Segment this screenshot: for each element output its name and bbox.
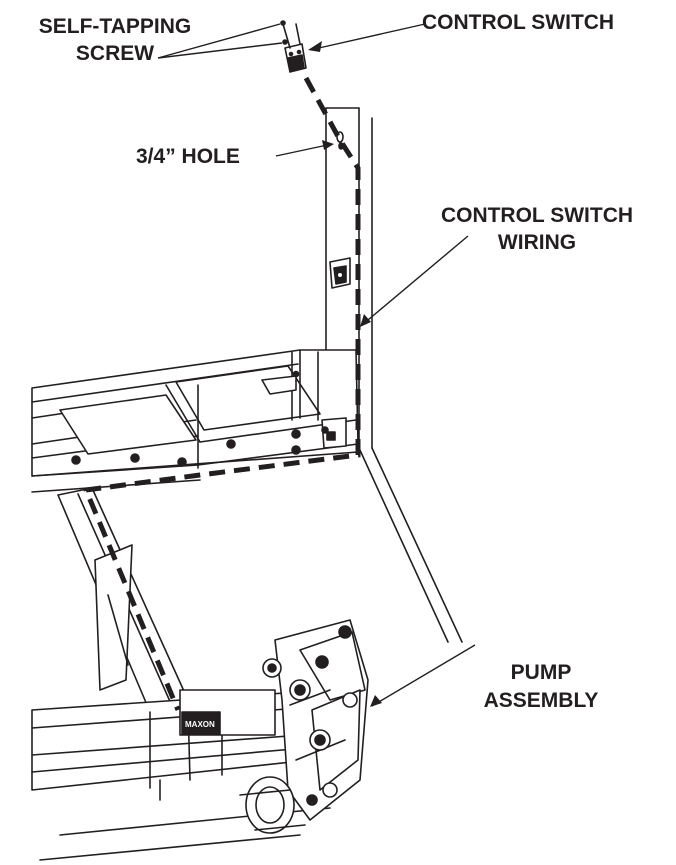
self-tapping-screw-label: SELF-TAPPING SCREW [6,14,224,67]
support-arm [57,487,189,713]
control-switch-wiring-label: CONTROL SWITCH WIRING [414,203,660,256]
self-tapping-screw-label-line2: SCREW [75,42,155,65]
control-switch-label: CONTROL SWITCH [422,11,615,34]
mounted-control-switch [329,257,351,289]
liftgate-platform [31,349,359,493]
leader-lines [157,23,476,707]
frame-diagonals [358,447,463,643]
control-switch-wiring-path [82,76,361,711]
three-quarter-hole-label: 3/4” HOLE [136,145,240,168]
control-switch-wiring-label-line1: CONTROL SWITCH [440,204,634,227]
pump-assembly-label-line2: ASSEMBLY [483,689,599,712]
self-tapping-screw-label-line1: SELF-TAPPING [38,15,192,38]
control-switch-part [282,23,307,73]
pump-logo-text: MAXON [185,720,215,729]
pump-assembly-label-line1: PUMP [510,661,572,684]
pump-assembly [179,619,369,834]
control-switch-wiring-label-line2: WIRING [497,231,577,254]
platform-bolts [71,370,329,467]
arrow-heads [308,41,382,707]
self-tapping-screws [280,20,288,45]
pump-assembly-label: PUMP ASSEMBLY [466,660,616,714]
